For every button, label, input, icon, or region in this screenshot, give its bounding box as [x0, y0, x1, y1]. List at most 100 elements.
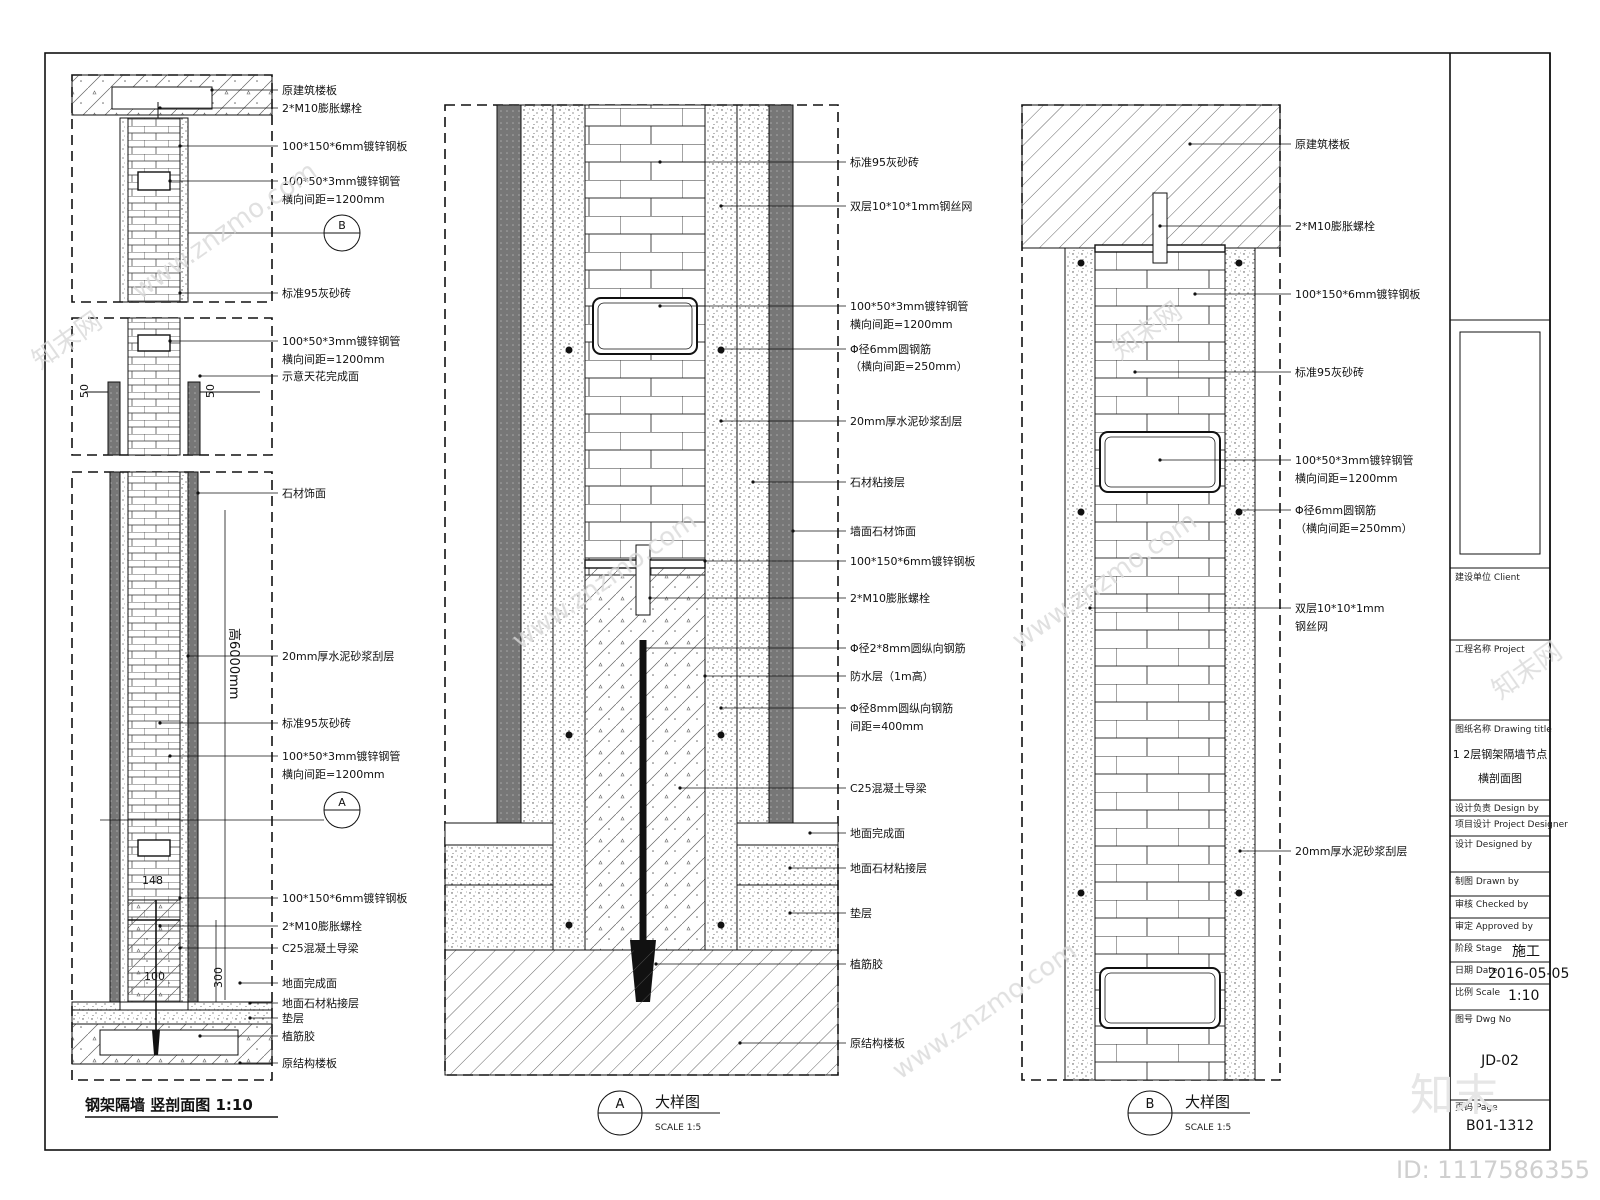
leader-arrow — [168, 754, 172, 758]
leader-arrow — [788, 866, 792, 870]
svg-text:B: B — [1146, 1097, 1155, 1112]
annotation-label: 100*50*3mm镀锌钢管 — [850, 299, 968, 313]
concrete-beam-left — [127, 899, 181, 1003]
annotation-label: 地面完成面 — [282, 976, 337, 990]
svg-text:日期 Date: 日期 Date — [1455, 965, 1498, 976]
annotation-label: 植筋胶 — [850, 957, 883, 971]
annotation-label: 垫层 — [850, 906, 872, 920]
annotation-label: 原建筑楼板 — [282, 83, 337, 97]
dim-100: 100 — [144, 970, 165, 983]
section-a-labels: 标准95灰砂砖双层10*10*1mm钢丝网100*50*3mm镀锌钢管横向间距=… — [641, 155, 975, 1050]
leader-arrow — [1238, 849, 1242, 853]
annotation-label: 100*50*3mm镀锌钢管 — [282, 174, 400, 188]
svg-text:设计 Designed by: 设计 Designed by — [1455, 838, 1533, 850]
annotation-label: 100*50*3mm镀锌钢管 — [1295, 453, 1413, 467]
leader-arrow — [719, 419, 723, 423]
title-block-logo-box — [1459, 331, 1541, 555]
leader-arrow — [738, 1041, 742, 1045]
leader-arrow — [158, 721, 162, 725]
annotation-label: 间距=400mm — [850, 720, 924, 733]
section-b-labels: 原建筑楼板2*M10膨胀螺栓100*150*6mm镀锌钢板标准95灰砂砖100*… — [1088, 137, 1420, 858]
leader-arrow — [248, 1016, 252, 1020]
stage-value: 施工 — [1512, 944, 1540, 960]
leader-arrow — [719, 347, 723, 351]
section-left: 50 50 高6000mm 148 100 300 B A 钢架隔墙 竖剖面图 … — [71, 74, 361, 1118]
image-id: ID: 1117586355 — [1396, 1156, 1590, 1184]
brick-wall-b — [1094, 247, 1226, 1081]
watermark-brand-1: 知末网 — [27, 306, 108, 375]
annotation-label: 20mm厚水泥砂浆刮层 — [282, 649, 394, 663]
svg-text:A: A — [338, 796, 346, 809]
svg-text:审核 Checked by: 审核 Checked by — [1455, 898, 1529, 910]
leader-arrow — [1133, 370, 1137, 374]
annotation-label: 原结构楼板 — [850, 1036, 905, 1050]
dim-300: 300 — [212, 967, 225, 988]
svg-text:建设单位 Client: 建设单位 Client — [1455, 571, 1520, 583]
detail-a-scale: SCALE 1:5 — [655, 1123, 701, 1133]
structural-slab-a — [444, 949, 839, 1076]
annotation-label: 横向间距=1200mm — [850, 317, 953, 331]
annotation-label: 垫层 — [282, 1011, 304, 1025]
leader-arrow — [178, 946, 182, 950]
leader-arrow — [168, 179, 172, 183]
annotation-label: 示意天花完成面 — [282, 369, 359, 383]
leader-arrow — [196, 491, 200, 495]
leader-arrow — [1088, 606, 1092, 610]
leader-arrow — [178, 896, 182, 900]
scale-value: 1:10 — [1508, 988, 1539, 1004]
leader-arrow — [641, 646, 645, 650]
annotation-label: 地面石材粘接层 — [850, 861, 927, 875]
leader-arrow — [168, 339, 172, 343]
leader-arrow — [1237, 508, 1241, 512]
leader-arrow — [719, 706, 723, 710]
leader-arrow — [1158, 458, 1162, 462]
drawing-title-2: 横剖面图 — [1478, 771, 1522, 785]
annotation-label: 100*150*6mm镀锌钢板 — [850, 554, 975, 568]
annotation-label: 双层10*10*1mm — [1295, 602, 1384, 615]
annotation-label: 地面完成面 — [850, 826, 905, 840]
annotation-label: 钢丝网 — [1295, 620, 1328, 633]
svg-text:图号 Dwg No: 图号 Dwg No — [1455, 1014, 1511, 1025]
leader-arrow — [198, 374, 202, 378]
annotation-label: 原建筑楼板 — [1295, 137, 1350, 151]
building-slab-b — [1021, 104, 1281, 249]
annotation-label: C25混凝土导梁 — [282, 941, 359, 955]
annotation-label: 石材粘接层 — [850, 475, 905, 489]
section-left-labels: 原建筑楼板2*M10膨胀螺栓100*150*6mm镀锌钢板100*50*3mm镀… — [158, 83, 407, 1070]
annotation-label: Φ径6mm圆钢筋 — [1295, 503, 1376, 517]
mortar-a-left — [552, 104, 586, 951]
dim-50-left: 50 — [78, 384, 91, 398]
annotation-label: 防水层（1m高） — [850, 669, 934, 683]
annotation-label: 植筋胶 — [282, 1029, 315, 1043]
annotation-label: 100*150*6mm镀锌钢板 — [282, 891, 407, 905]
leader-arrow — [248, 1001, 252, 1005]
leader-arrow — [658, 160, 662, 164]
steel-tube-b-1 — [1099, 431, 1221, 493]
detail-a-title: 大样图 — [655, 1093, 700, 1111]
detail-b-title: 大样图 — [1185, 1093, 1230, 1111]
annotation-label: 100*50*3mm镀锌钢管 — [282, 749, 400, 763]
annotation-label: 2*M10膨胀螺栓 — [850, 591, 930, 605]
annotation-label: Φ径8mm圆纵向钢筋 — [850, 701, 953, 715]
dim-50-right: 50 — [204, 384, 217, 398]
leader-arrow — [238, 1061, 242, 1065]
leader-arrow — [791, 529, 795, 533]
corner-logo: 知末 — [1410, 1070, 1498, 1121]
leader-arrow — [158, 106, 162, 110]
stone-facing-a-right — [768, 104, 794, 824]
annotation-label: 标准95灰砂砖 — [282, 286, 351, 300]
annotation-label: 标准95灰砂砖 — [282, 716, 351, 730]
drawing-number: JD-02 — [1480, 1053, 1519, 1069]
leader-arrow — [703, 674, 707, 678]
annotation-label: 标准95灰砂砖 — [1295, 365, 1364, 379]
drawing-title-1: 1 2层钢架隔墙节点 — [1453, 747, 1548, 761]
svg-text:审定 Approved by: 审定 Approved by — [1455, 920, 1534, 932]
leader-arrow — [719, 204, 723, 208]
annotation-label: 标准95灰砂砖 — [850, 155, 919, 169]
watermark-site-4: www.znzmo.com — [887, 936, 1083, 1086]
annotation-label: 2*M10膨胀螺栓 — [1295, 219, 1375, 233]
dim-148: 148 — [142, 874, 163, 887]
steel-tube-a — [592, 297, 698, 355]
annotation-label: 横向间距=1200mm — [282, 192, 385, 206]
